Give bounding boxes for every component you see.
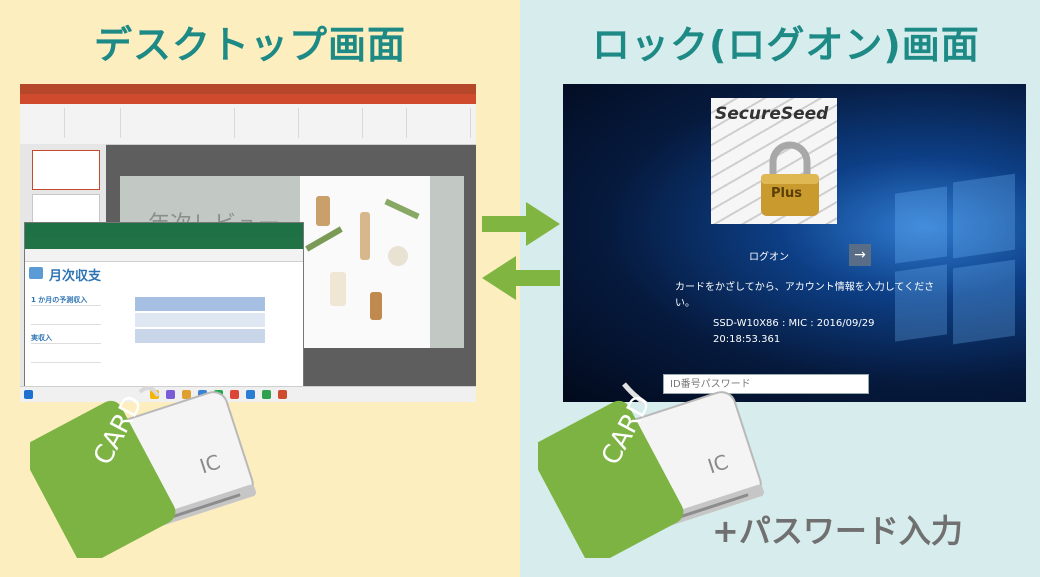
powerpoint-ribbon	[20, 104, 476, 145]
house-icon	[29, 267, 43, 279]
arrow-right-icon	[482, 202, 562, 246]
instruction-line-2: い。	[675, 298, 695, 309]
logon-label: ログオン	[749, 252, 789, 263]
excel-section: 実収入	[31, 334, 52, 342]
arrow-left-icon	[482, 256, 562, 300]
logo-badge: Plus	[771, 186, 802, 201]
logon-submit-button[interactable]: →	[849, 244, 871, 266]
padlock-icon	[755, 140, 825, 224]
secureseed-logo: SecureSeed Plus	[711, 98, 837, 224]
excel-formula-bar	[25, 249, 303, 262]
logo-text: SecureSeed	[715, 104, 829, 124]
plus-password-caption: +パスワード入力	[712, 512, 963, 550]
lock-screen-heading: ロック(ログオン)画面	[592, 23, 980, 67]
excel-section: 1 か月の予測収入	[31, 296, 88, 304]
password-input[interactable]: ID番号パスワード	[663, 374, 869, 394]
lock-screen-screenshot: SecureSeed Plus ログオン → カードをかざしてから、アカウント情…	[563, 84, 1026, 402]
excel-title-bar	[25, 223, 303, 237]
powerpoint-title-bar	[20, 84, 476, 94]
desktop-screen-heading: デスクトップ画面	[94, 23, 407, 67]
card-reader-icon: CARD IC	[22, 378, 260, 565]
device-info-line-2: 20:18:53.361	[713, 334, 781, 345]
excel-ribbon-tabs	[25, 237, 303, 249]
slide-thumbnail	[32, 150, 100, 190]
excel-heading: 月次収支	[49, 269, 102, 284]
windows-taskbar	[20, 386, 476, 402]
slide-photo	[300, 176, 430, 348]
card-reader-icon: CARD IC	[530, 378, 768, 565]
instruction-line-1: カードをかざしてから、アカウント情報を入力してくださ	[675, 282, 935, 293]
desktop-screenshot: 年次レビュー 月次収支 1 か月の予測収入 実収入	[20, 84, 476, 402]
device-info-line-1: SSD-W10X86 : MIC : 2016/09/29	[713, 318, 875, 329]
excel-window: 月次収支 1 か月の予測収入 実収入	[24, 222, 304, 396]
powerpoint-ribbon-tabs	[20, 94, 476, 104]
